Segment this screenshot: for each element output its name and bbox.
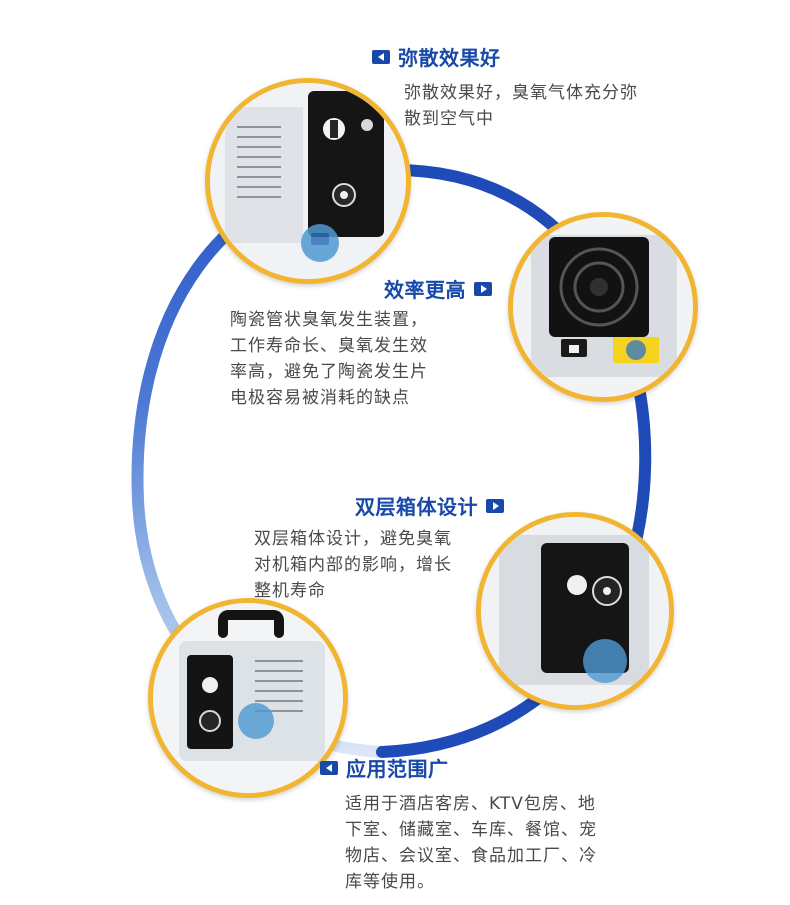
side-panel-graphic [481, 517, 669, 705]
feature-desc-double-layer: 双层箱体设计，避免臭氧 对机箱内部的影响，增长 整机寿命 [254, 526, 498, 604]
side-panel-photo [476, 512, 674, 710]
desc-line: 电极容易被消耗的缺点 [230, 388, 410, 408]
feature-desc-application: 适用于酒店客房、KTV包房、地 下室、储藏室、车库、餐馆、宠 物店、会议室、食品… [345, 791, 665, 895]
desc-line: 对机箱内部的影响，增长 [254, 555, 452, 575]
control-panel-graphic [210, 83, 406, 279]
desc-line: 散到空气中 [404, 109, 494, 129]
desc-line: 适用于酒店客房、KTV包房、地 [345, 794, 596, 814]
left-arrow-badge-icon [320, 760, 338, 775]
feature-desc-efficiency: 陶瓷管状臭氧发生装置， 工作寿命长、臭氧发生效 率高，避免了陶瓷发生片 电极容易… [230, 307, 482, 411]
desc-line: 双层箱体设计，避免臭氧 [254, 529, 452, 549]
control-panel-photo [205, 78, 411, 284]
desc-line: 率高，避免了陶瓷发生片 [230, 362, 428, 382]
feature-title-text: 双层箱体设计 [355, 495, 478, 519]
desc-line: 库等使用。 [345, 872, 435, 892]
feature-title-text: 效率更高 [384, 278, 466, 302]
desc-line: 下室、储藏室、车库、餐馆、宠 [345, 820, 597, 840]
fan-back-graphic [513, 217, 693, 397]
feature-title-diffusion: 弥散效果好 [372, 42, 501, 71]
desc-line: 陶瓷管状臭氧发生装置， [230, 310, 428, 330]
right-arrow-badge-icon [474, 281, 492, 296]
right-arrow-badge-icon [486, 498, 504, 513]
desc-line: 弥散效果好，臭氧气体充分弥 [404, 83, 638, 103]
desc-line: 物店、会议室、食品加工厂、冷 [345, 846, 597, 866]
feature-title-efficiency: 效率更高 [348, 274, 492, 303]
feature-title-text: 弥散效果好 [398, 46, 501, 70]
left-arrow-badge-icon [372, 49, 390, 64]
desc-line: 整机寿命 [254, 581, 326, 601]
desc-line: 工作寿命长、臭氧发生效 [230, 336, 428, 356]
feature-title-text: 应用范围广 [346, 757, 449, 781]
feature-title-application: 应用范围广 [320, 753, 449, 782]
feature-title-double-layer: 双层箱体设计 [334, 491, 504, 520]
fan-back-photo [508, 212, 698, 402]
feature-desc-diffusion: 弥散效果好，臭氧气体充分弥 散到空气中 [404, 80, 684, 132]
portable-unit-photo [148, 598, 348, 798]
portable-unit-graphic [153, 603, 343, 793]
